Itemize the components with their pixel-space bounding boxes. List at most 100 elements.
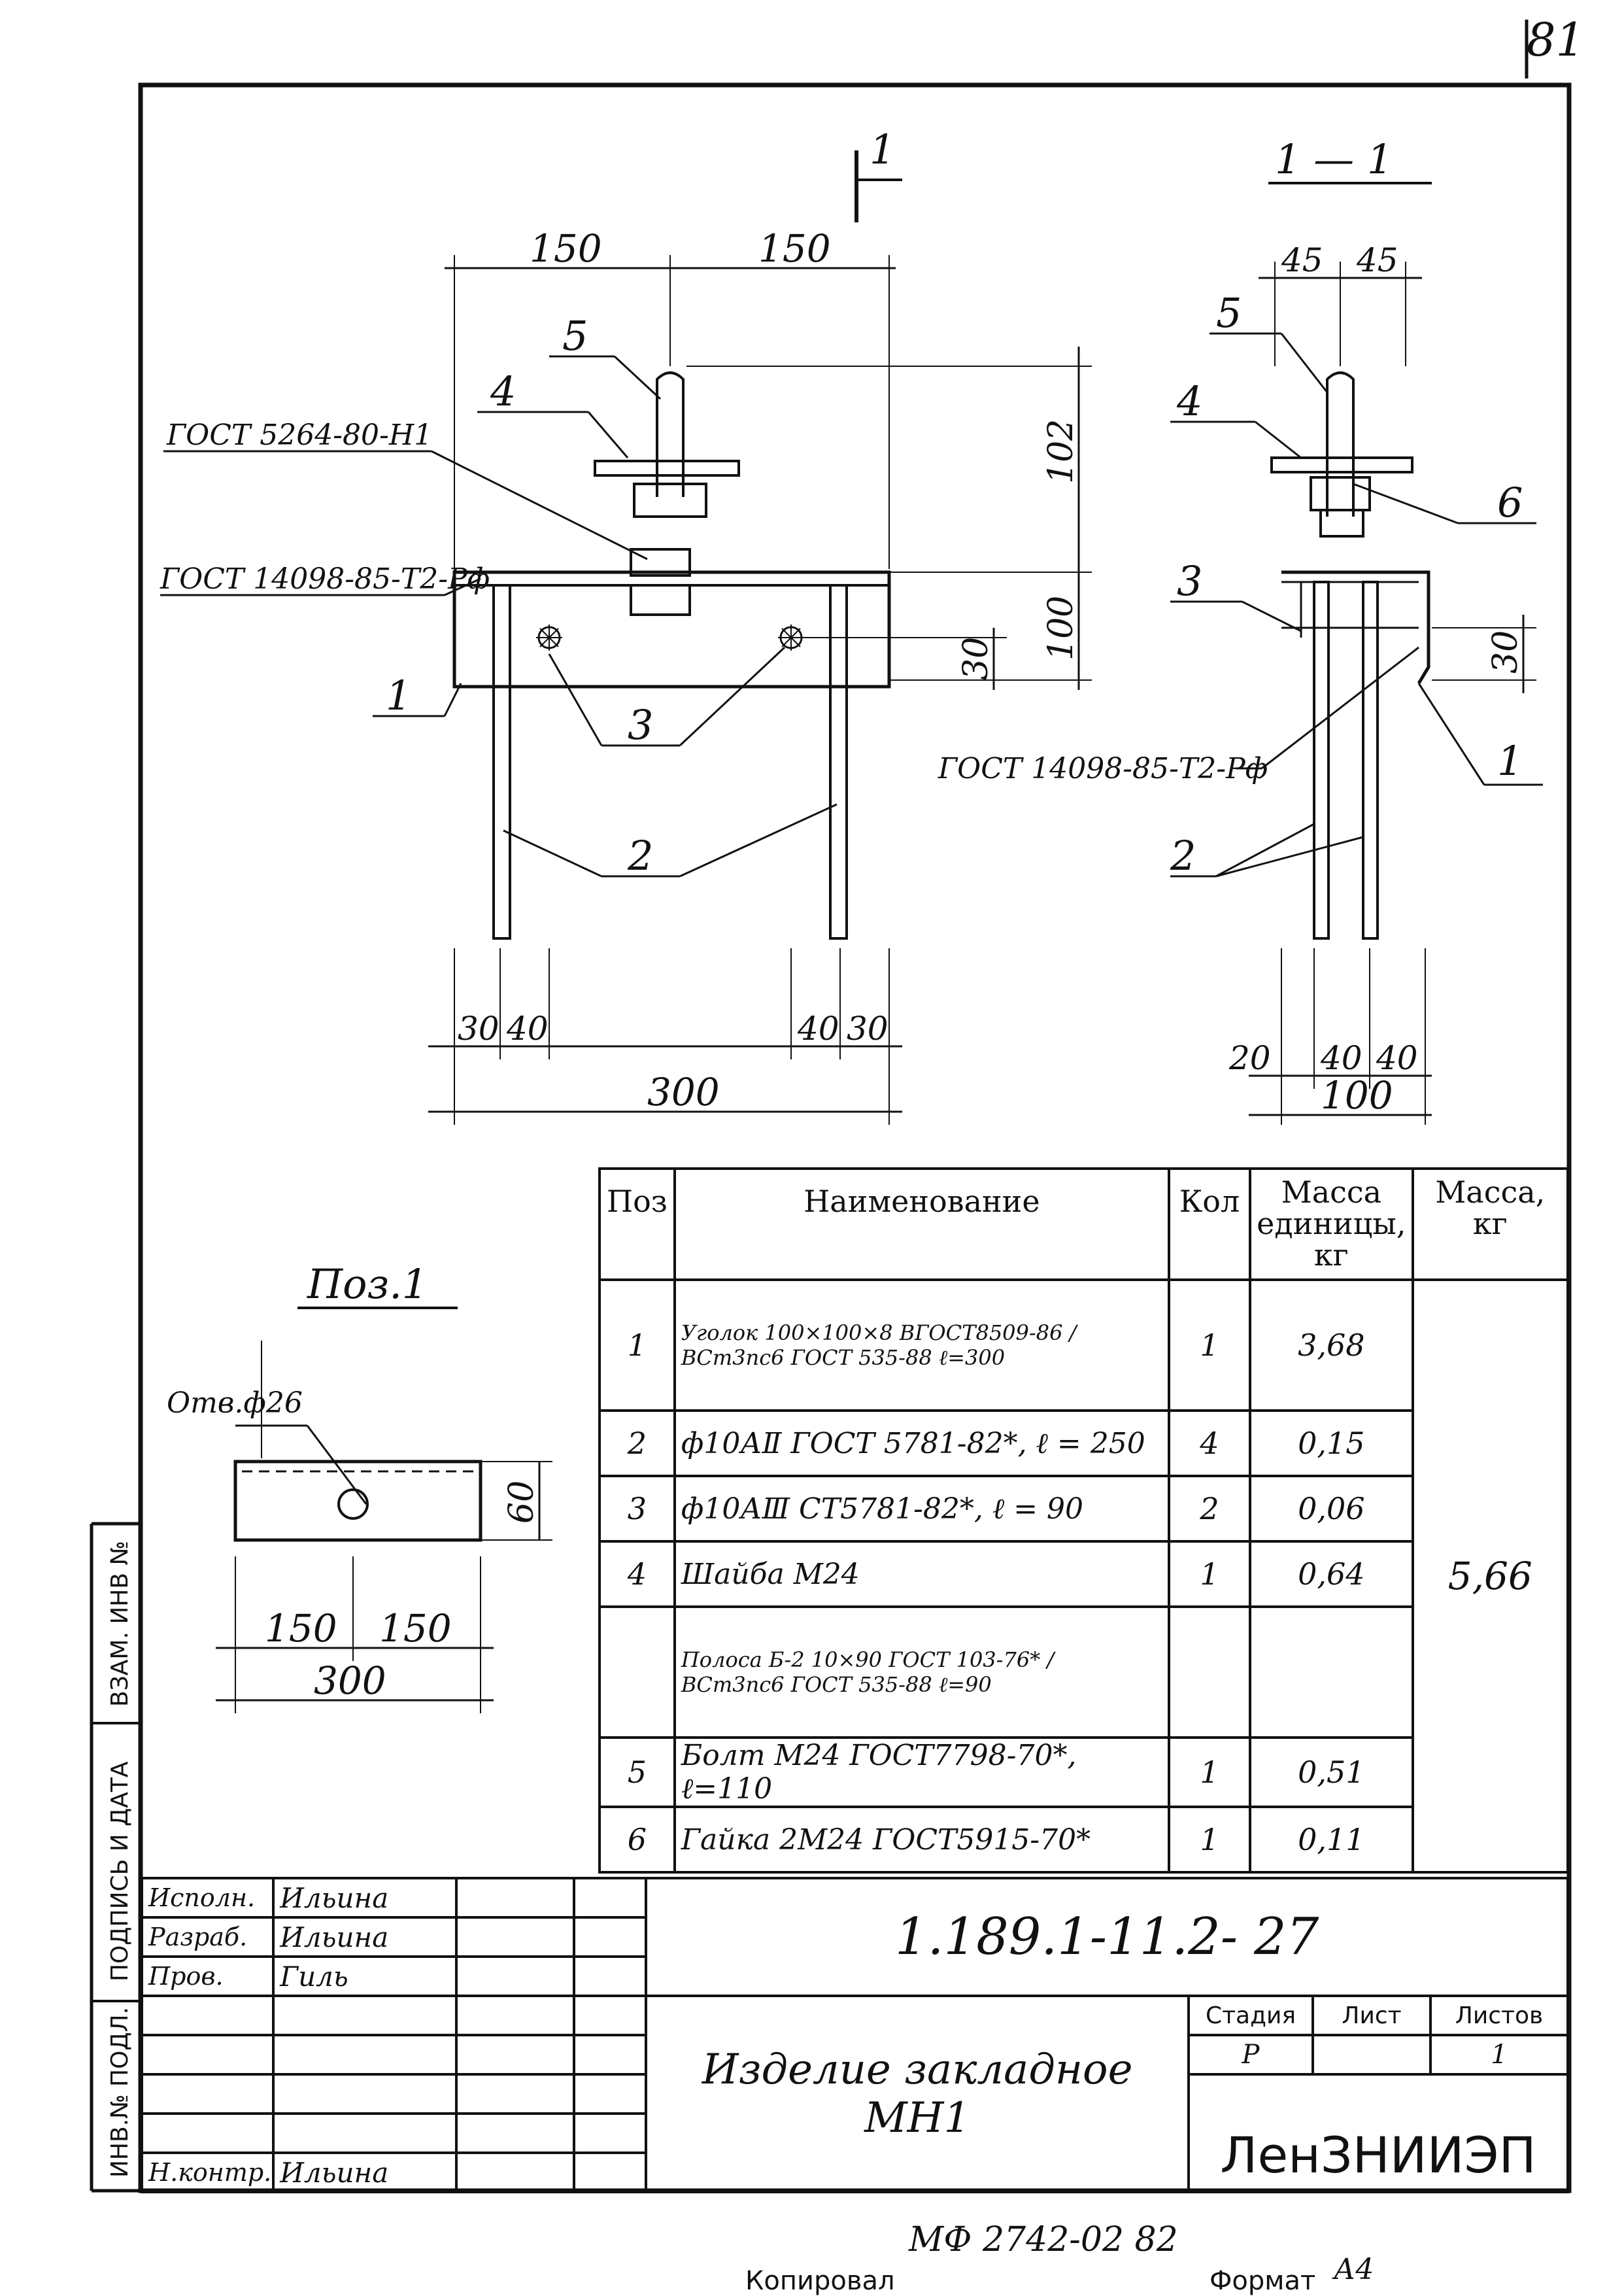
staff-name: [272, 2073, 458, 2115]
spec-cell-qty: 1: [1167, 1278, 1252, 1412]
title-row: [140, 2112, 1568, 2154]
front-dim-top-left: 150: [530, 226, 602, 271]
spec-header-qty: Кол: [1167, 1167, 1252, 1281]
staff-role: [140, 1995, 275, 2036]
document-title-line1: Изделие закладное: [702, 2046, 1133, 2094]
spec-cell-pos: 5: [598, 1736, 676, 1808]
front-section-mark: 1: [870, 126, 895, 173]
pos1-hole-label: Отв.ф26: [167, 1386, 303, 1420]
front-dim-b3: 40: [797, 1010, 839, 1048]
spec-cell-unit-mass: 0,11: [1249, 1806, 1414, 1874]
spec-cell-pos: 4: [598, 1540, 676, 1608]
title-row: Пров.Гиль: [140, 1955, 1568, 1997]
staff-name: Ильина: [272, 2151, 458, 2193]
pos1-dim-total: 300: [314, 1658, 386, 1703]
staff-role: [140, 2034, 275, 2076]
front-dim-h-upper: 102: [1041, 419, 1081, 484]
front-dim-h-lower: 100: [1041, 596, 1081, 660]
side-callout-3: 3: [1177, 557, 1202, 605]
spec-total-mass: 5,66: [1411, 1278, 1569, 1874]
title-stage-label: Стадия: [1187, 1995, 1314, 2036]
side-callout-5: 5: [1216, 289, 1242, 337]
bottom-code: МФ 2742-02 82: [909, 2220, 1178, 2259]
side-callout-1: 1: [1497, 737, 1523, 785]
side-dim-total: 100: [1321, 1073, 1393, 1118]
pos1-title: Поз.1: [307, 1260, 428, 1308]
spec-cell-qty: 1: [1167, 1736, 1252, 1808]
spec-cell-qty: [1167, 1605, 1252, 1739]
front-callout-5: 5: [562, 312, 588, 360]
staff-name: [272, 1995, 458, 2036]
front-gost-weld: ГОСТ 14098-85-Т2-Рф: [160, 562, 490, 596]
front-dim-b4: 30: [847, 1010, 888, 1048]
side-dim-b2: 40: [1320, 1039, 1362, 1077]
staff-date: [573, 2112, 648, 2154]
title-sheets-value: 1: [1429, 2034, 1569, 2076]
front-callout-2: 2: [627, 832, 653, 880]
staff-role: Пров.: [140, 1955, 275, 1997]
staff-date: [573, 1995, 648, 2036]
side-callout-6: 6: [1497, 479, 1523, 526]
spec-header-unit-mass: Масса единицы, кг: [1249, 1167, 1414, 1281]
staff-signature: [455, 2112, 576, 2154]
document-code: 1.189.1-11.2- 27: [645, 1877, 1569, 1997]
title-sheet-label: Лист: [1311, 1995, 1432, 2036]
spec-cell-unit-mass: 3,68: [1249, 1278, 1414, 1412]
spec-cell-unit-mass: 0,64: [1249, 1540, 1414, 1608]
spec-cell-unit-mass: 0,15: [1249, 1409, 1414, 1477]
title-row: Разраб.Ильина: [140, 1916, 1568, 1958]
title-sheets-label: Листов: [1429, 1995, 1569, 2036]
staff-signature: [455, 1916, 576, 1958]
staff-role: Исполн.: [140, 1877, 275, 1919]
spec-cell-pos: 3: [598, 1475, 676, 1543]
title-row: Н.контр.Ильина: [140, 2151, 1568, 2193]
staff-name: [272, 2112, 458, 2154]
side-callout-4: 4: [1176, 377, 1202, 425]
staff-role: Н.контр.: [140, 2151, 275, 2193]
side-gost-weld: ГОСТ 14098-85-Т2-Рф: [938, 752, 1268, 785]
staff-signature: [455, 2151, 576, 2193]
spec-row: Полоса Б-2 10×90 ГОСТ 103-76* / ВСт3пс6 …: [598, 1605, 1568, 1739]
spec-table: Поз Наименование Кол Масса единицы, кг М…: [598, 1167, 1569, 1874]
staff-role: Разраб.: [140, 1916, 275, 1958]
spec-cell-name: Уголок 100×100×8 ВГОСТ8509-86 / ВСт3пс6 …: [673, 1278, 1170, 1412]
spec-cell-unit-mass: 0,51: [1249, 1736, 1414, 1808]
spec-cell-name: ф10АⅡ ГОСТ 5781-82*, ℓ = 250: [673, 1409, 1170, 1477]
front-dim-b1: 30: [458, 1010, 499, 1048]
staff-date: [573, 1877, 648, 1919]
spec-header-mass: Масса, кг: [1411, 1167, 1569, 1281]
staff-name: [272, 2034, 458, 2076]
staff-signature: [455, 2034, 576, 2076]
pos1-dim-l: 150: [265, 1606, 337, 1651]
spec-cell-unit-mass: [1249, 1605, 1414, 1739]
staff-role: [140, 2112, 275, 2154]
front-gost-top: ГОСТ 5264-80-Н1: [166, 419, 432, 452]
front-callout-3: 3: [628, 701, 653, 749]
staff-role: [140, 2073, 275, 2115]
staff-date: [573, 1916, 648, 1958]
side-dim-b1: 20: [1228, 1039, 1271, 1077]
pos1-dim-r: 150: [379, 1606, 452, 1651]
staff-name: Ильина: [272, 1916, 458, 1958]
staff-signature: [455, 1995, 576, 2036]
side-section-title: 1 — 1: [1275, 135, 1393, 183]
spec-cell-qty: 1: [1167, 1806, 1252, 1874]
front-callout-1: 1: [386, 672, 411, 719]
title-sheet-value: [1311, 2034, 1432, 2076]
spec-cell-name: Болт М24 ГОСТ7798-70*, ℓ=110: [673, 1736, 1170, 1808]
stamp-sign-date: ПОДПИСЬ И ДАТА: [107, 1761, 133, 1981]
staff-date: [573, 1955, 648, 1997]
spec-cell-name: Гайка 2М24 ГОСТ5915-70*: [673, 1806, 1170, 1874]
stamp-inv-zam: ВЗАМ. ИНВ №: [107, 1541, 133, 1707]
organization: ЛенЗНИИЭП: [1187, 2073, 1569, 2193]
side-dim-t2: 45: [1356, 241, 1398, 279]
spec-header-name: Наименование: [673, 1167, 1170, 1281]
